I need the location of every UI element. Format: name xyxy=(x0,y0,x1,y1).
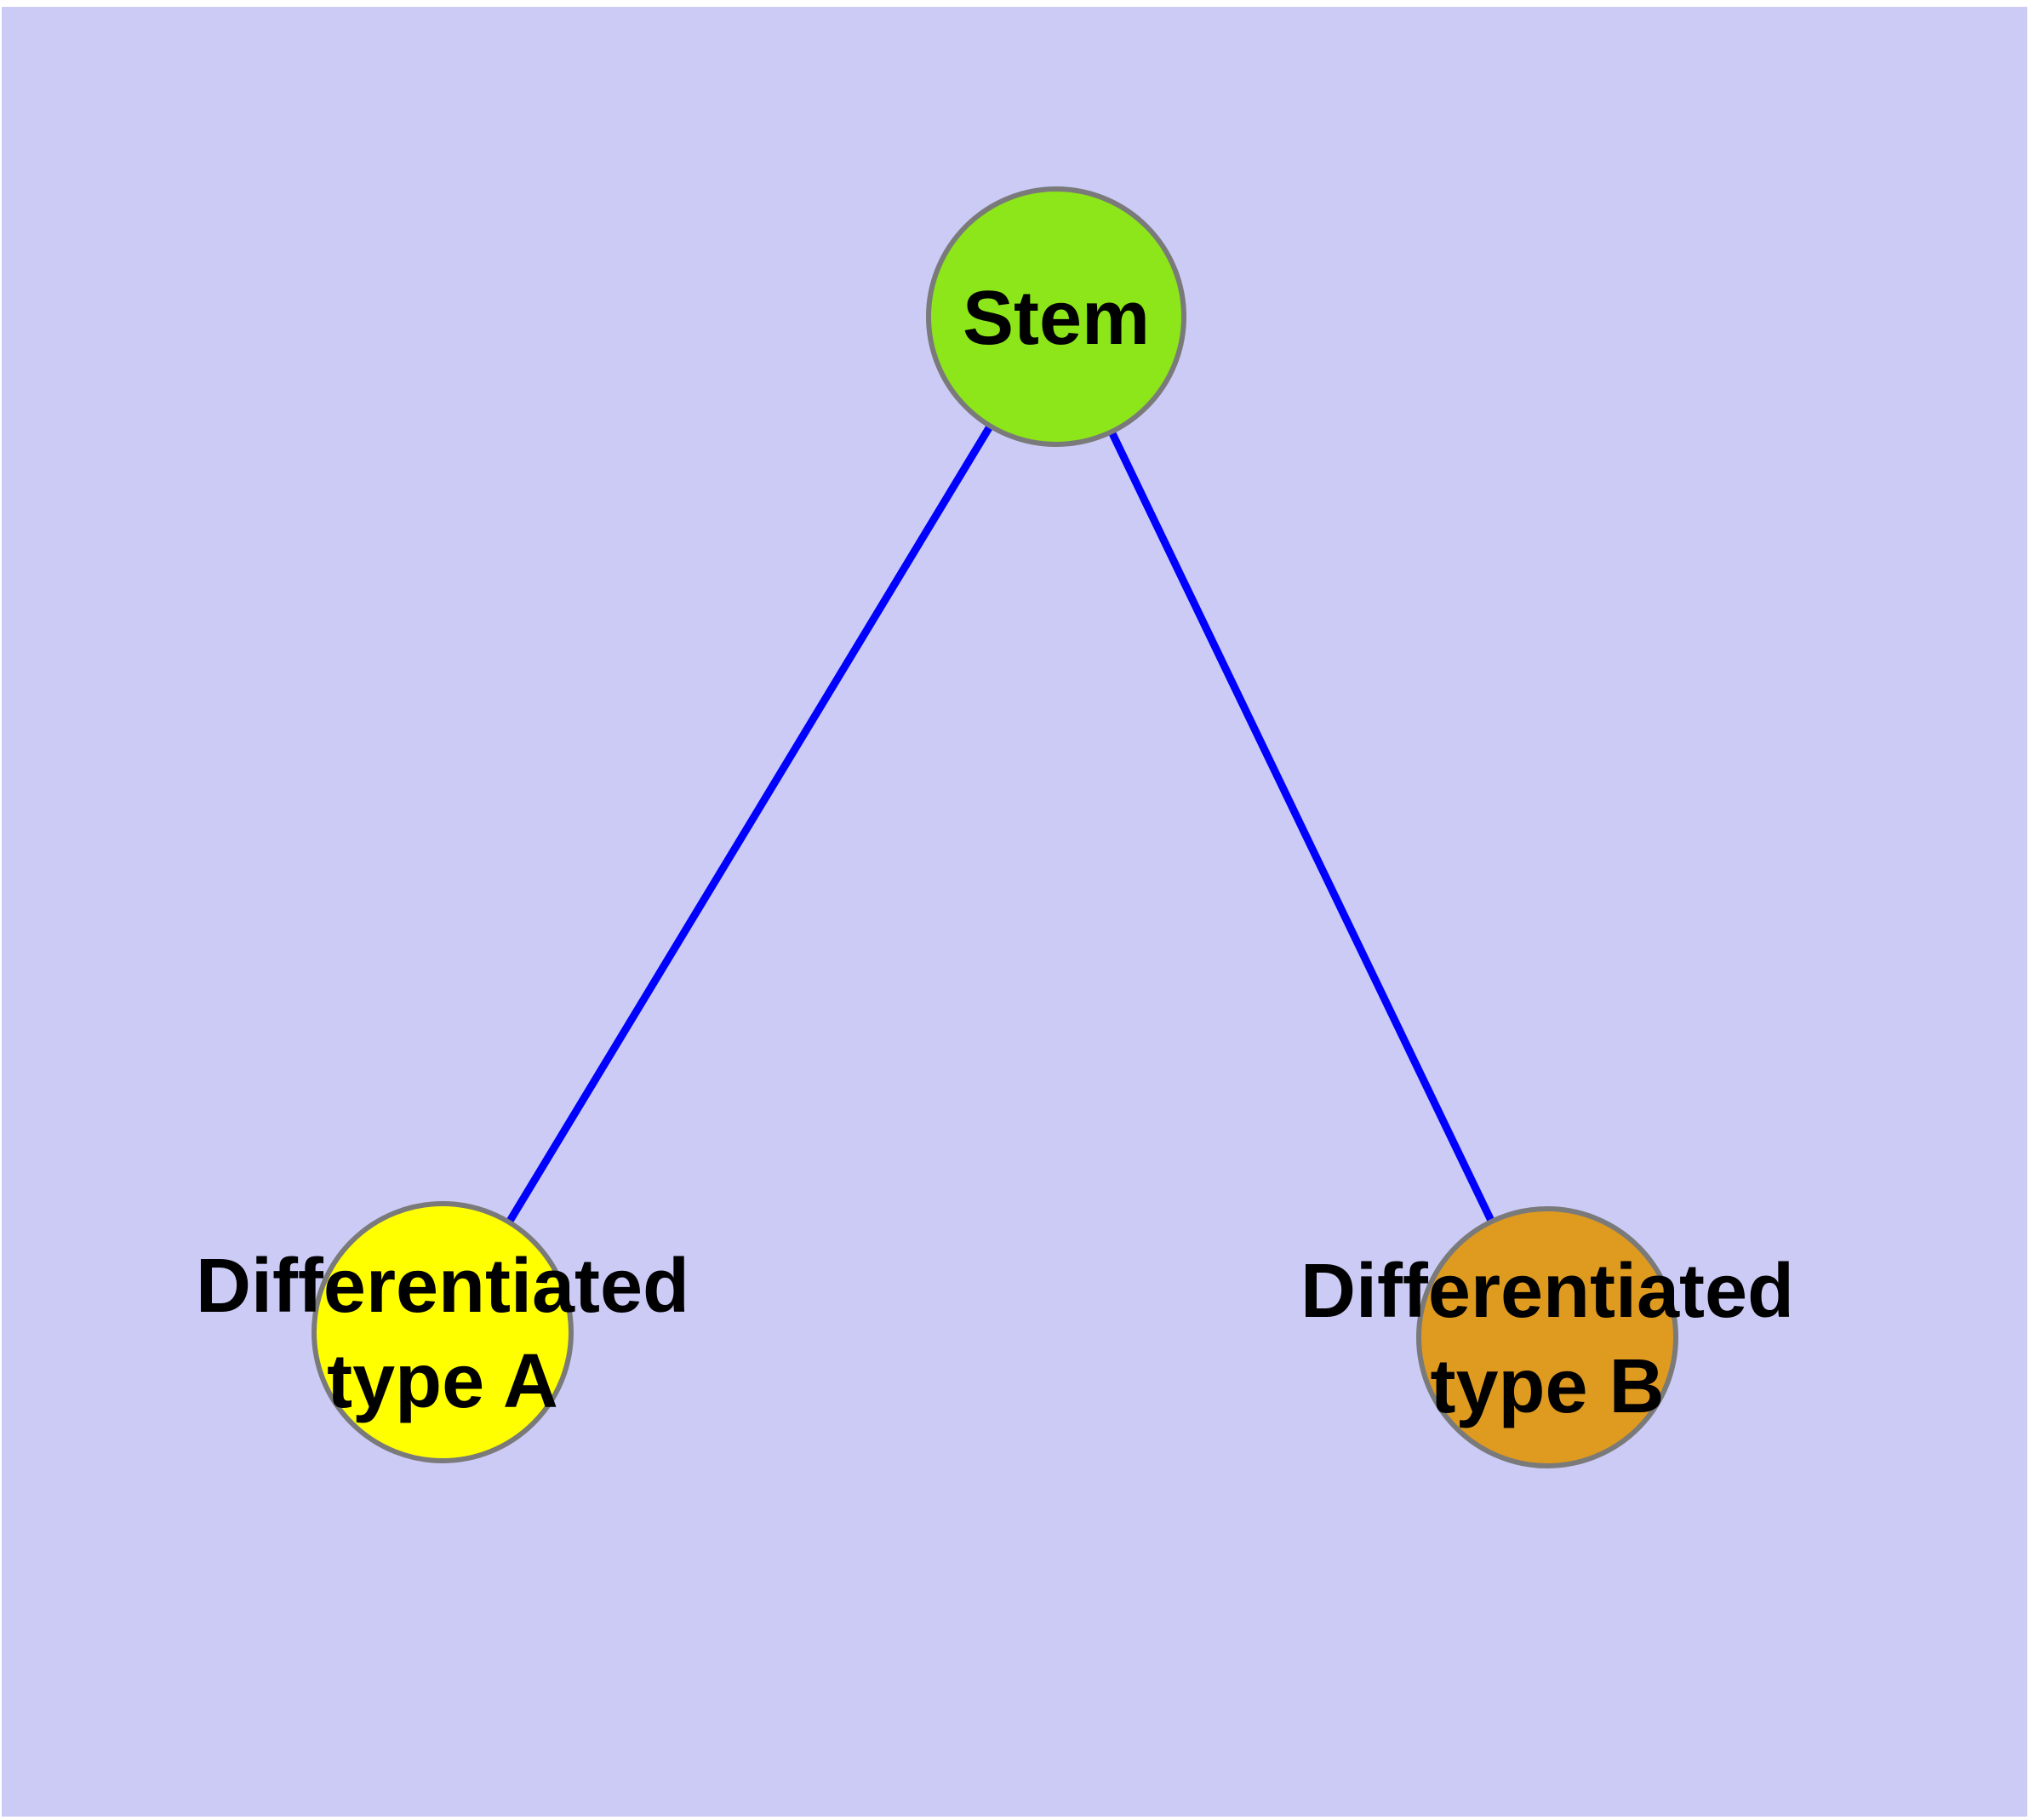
node-differentiated-type-b-label-line1: Differentiated xyxy=(1300,1249,1794,1334)
node-stem-circle xyxy=(926,186,1186,447)
node-differentiated-type-b-circle xyxy=(1416,1206,1678,1468)
node-differentiated-type-a-label-line1: Differentiated xyxy=(196,1244,689,1329)
node-differentiated-type-a-circle xyxy=(311,1201,574,1463)
node-stem-label: Stem xyxy=(963,276,1150,361)
node-differentiated-type-b-label-line2: type B xyxy=(1430,1344,1664,1429)
node-differentiated-type-a-label-line2: type A xyxy=(327,1339,558,1424)
edge-stem-to-differentiated-type-b xyxy=(1052,315,1552,1339)
edge-stem-to-differentiated-type-a xyxy=(439,314,1060,1335)
node-differentiated-type-b: Differentiated type B xyxy=(1300,1206,1794,1468)
node-differentiated-type-a: Differentiated type A xyxy=(196,1201,689,1463)
node-stem: Stem xyxy=(926,186,1186,447)
